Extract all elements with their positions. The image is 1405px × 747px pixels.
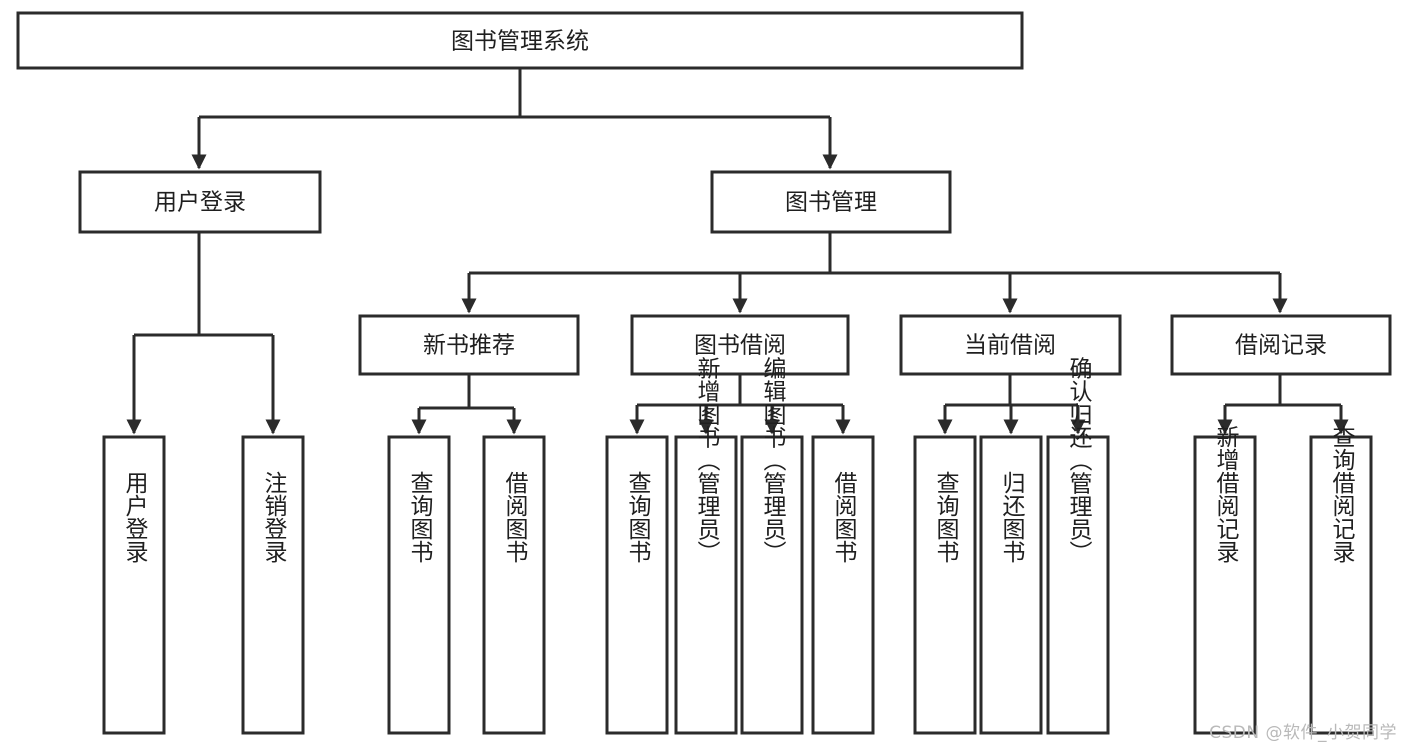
node-user-login-label: 用户登录	[154, 190, 246, 216]
node-root[interactable]: 图书管理系统	[16, 11, 1024, 70]
node-cur-confirm-return-label: 确认归还（管理员）	[1065, 357, 1093, 564]
node-current-borrow-label: 当前借阅	[964, 333, 1056, 359]
node-brw-borrow-book-label: 借阅图书	[830, 471, 858, 563]
node-brw-borrow-book[interactable]: 借阅图书	[811, 435, 875, 735]
node-current-borrow-box[interactable]	[899, 314, 1122, 376]
edge-group-borrow-record	[1217, 372, 1349, 435]
node-new-book-recommend-box[interactable]	[358, 314, 580, 376]
node-root-box[interactable]	[16, 11, 1024, 70]
edge-group-root	[191, 68, 838, 170]
node-book-manage-box[interactable]	[710, 170, 952, 234]
node-login-user[interactable]: 用户登录	[102, 435, 166, 735]
node-cur-confirm-return-box[interactable]	[1046, 435, 1110, 735]
node-borrow-record[interactable]: 借阅记录	[1170, 314, 1392, 376]
node-login-user-label: 用户登录	[121, 471, 149, 563]
node-brw-add-book-box[interactable]	[674, 435, 738, 735]
node-rec-borrow-book-label: 借阅图书	[501, 471, 529, 563]
node-borrow-record-label: 借阅记录	[1235, 333, 1327, 359]
edge-group-book-manage	[461, 232, 1288, 314]
node-cur-return-book-box[interactable]	[979, 435, 1043, 735]
node-book-borrow-label: 图书借阅	[694, 333, 786, 359]
node-rec-add-record-box[interactable]	[1193, 435, 1257, 735]
node-brw-query-book-box[interactable]	[605, 435, 669, 735]
node-borrow-record-box[interactable]	[1170, 314, 1392, 376]
node-new-book-recommend-label: 新书推荐	[423, 333, 515, 359]
node-brw-edit-book[interactable]: 编辑图书（管理员）	[740, 357, 804, 735]
edge-group-new-book-recommend	[411, 374, 522, 435]
edge-group-user-login	[126, 232, 281, 435]
node-rec-query-record[interactable]: 查询借阅记录	[1309, 425, 1373, 735]
csdn-watermark: CSDN @软件_小贺同学	[1209, 723, 1397, 743]
node-cur-query-book-label: 查询图书	[932, 471, 960, 563]
node-rec-borrow-book-box[interactable]	[482, 435, 546, 735]
node-login-logout-box[interactable]	[241, 435, 305, 735]
node-rec-query-record-box[interactable]	[1309, 435, 1373, 735]
node-rec-query-book-box[interactable]	[387, 435, 451, 735]
node-cur-query-book-box[interactable]	[913, 435, 977, 735]
node-book-manage[interactable]: 图书管理	[710, 170, 952, 234]
edge-group-book-borrow	[629, 372, 851, 435]
node-book-manage-label: 图书管理	[785, 190, 877, 216]
node-cur-return-book-label: 归还图书	[998, 471, 1026, 563]
node-root-label: 图书管理系统	[451, 29, 589, 55]
node-login-user-box[interactable]	[102, 435, 166, 735]
node-cur-query-book[interactable]: 查询图书	[913, 435, 977, 735]
node-rec-add-record-label: 新增借阅记录	[1212, 425, 1240, 563]
node-current-borrow[interactable]: 当前借阅	[899, 314, 1122, 376]
node-brw-borrow-book-box[interactable]	[811, 435, 875, 735]
node-brw-add-book[interactable]: 新增图书（管理员）	[674, 357, 738, 735]
node-brw-add-book-label: 新增图书（管理员）	[693, 357, 721, 564]
node-rec-add-record[interactable]: 新增借阅记录	[1193, 425, 1257, 735]
node-rec-borrow-book[interactable]: 借阅图书	[482, 435, 546, 735]
node-cur-return-book[interactable]: 归还图书	[979, 435, 1043, 735]
node-brw-edit-book-box[interactable]	[740, 435, 804, 735]
edge-group-current-borrow	[937, 372, 1086, 435]
node-brw-edit-book-label: 编辑图书（管理员）	[759, 357, 787, 564]
node-brw-query-book[interactable]: 查询图书	[605, 435, 669, 735]
node-rec-query-record-label: 查询借阅记录	[1328, 425, 1356, 563]
node-brw-query-book-label: 查询图书	[624, 471, 652, 563]
node-cur-confirm-return[interactable]: 确认归还（管理员）	[1046, 357, 1110, 735]
node-rec-query-book[interactable]: 查询图书	[387, 435, 451, 735]
node-book-borrow-box[interactable]	[630, 314, 850, 376]
node-rec-query-book-label: 查询图书	[406, 471, 434, 563]
node-book-borrow[interactable]: 图书借阅	[630, 314, 850, 376]
node-user-login-box[interactable]	[78, 170, 322, 234]
node-new-book-recommend[interactable]: 新书推荐	[358, 314, 580, 376]
node-login-logout-label: 注销登录	[260, 471, 288, 563]
node-user-login[interactable]: 用户登录	[78, 170, 322, 234]
node-login-logout[interactable]: 注销登录	[241, 435, 305, 735]
